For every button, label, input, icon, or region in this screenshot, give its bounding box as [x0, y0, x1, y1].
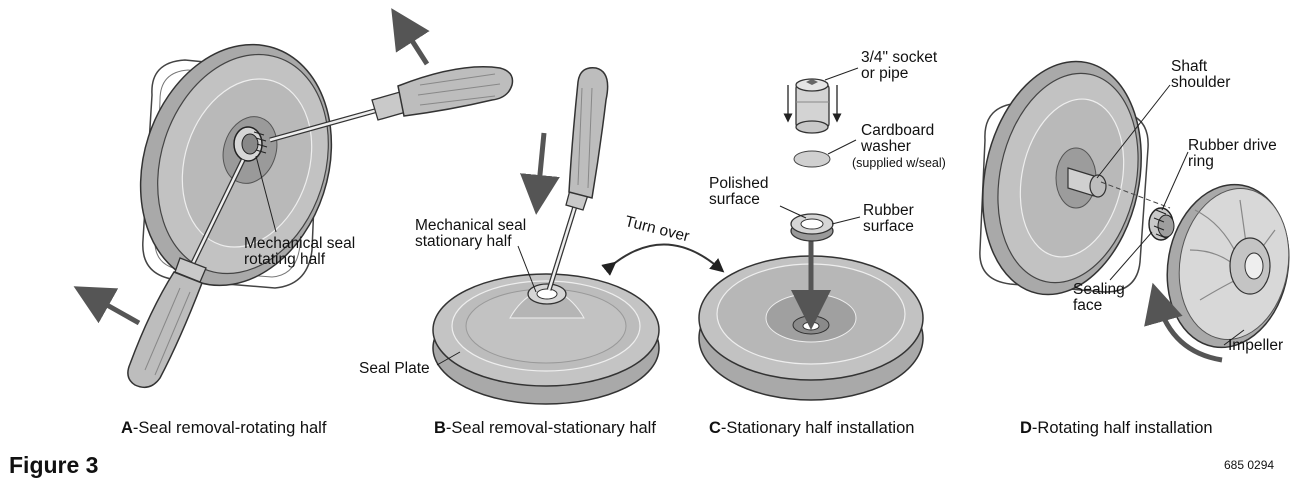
- caption-letter: C: [709, 419, 721, 437]
- caption-text: -Seal removal-rotating half: [132, 419, 327, 437]
- label-rubber-drive-line2: ring: [1188, 153, 1214, 170]
- label-impeller: Impeller: [1228, 337, 1284, 354]
- label-polished-line1: Polished: [709, 175, 769, 192]
- panel-a-drawing: [73, 8, 514, 389]
- caption-text: -Seal removal-stationary half: [445, 419, 656, 437]
- socket-tool: [795, 78, 830, 134]
- cardboard-washer: [793, 150, 831, 168]
- caption-text: -Rotating half installation: [1031, 419, 1213, 437]
- panel-d-drawing: [979, 60, 1290, 363]
- label-rubber-surface-line1: Rubber: [863, 202, 914, 219]
- figure-reference-number: 685 0294: [1224, 458, 1275, 472]
- caption-letter: B: [434, 419, 446, 437]
- label-mech-seal-stationary-line1: Mechanical seal: [415, 217, 527, 234]
- label-rubber-drive-line1: Rubber drive: [1188, 137, 1277, 154]
- label-shaft-shoulder-line2: shoulder: [1171, 74, 1231, 91]
- caption-panel-a: A-Seal removal-rotating half: [121, 419, 326, 438]
- label-sealing-face-line2: face: [1073, 297, 1103, 314]
- label-cardboard-line2: washer: [861, 138, 911, 155]
- panel-b-drawing: [432, 67, 725, 405]
- label-socket-line1: 3/4" socket: [861, 49, 938, 66]
- label-sealing-face-line1: Sealing: [1073, 281, 1125, 298]
- caption-panel-b: B-Seal removal-stationary half: [434, 419, 656, 438]
- label-mech-seal-rotating-line2: rotating half: [244, 251, 325, 268]
- label-cardboard-line3: (supplied w/seal): [852, 156, 946, 170]
- shaft: [1089, 174, 1107, 198]
- label-rubber-surface-line2: surface: [863, 218, 914, 235]
- panel-c-drawing: [698, 67, 924, 401]
- label-cardboard-line1: Cardboard: [861, 122, 935, 139]
- screwdriver-upper-a: [269, 66, 514, 143]
- rotation-arrow: [1144, 282, 1223, 363]
- caption-letter: A: [121, 419, 133, 437]
- label-socket-line2: or pipe: [861, 65, 909, 82]
- caption-text: -Stationary half installation: [720, 419, 915, 437]
- label-polished-line2: surface: [709, 191, 760, 208]
- caption-panel-c: C-Stationary half installation: [709, 419, 914, 438]
- caption-letter: D: [1020, 419, 1032, 437]
- screwdriver-lower-a: [127, 158, 246, 389]
- label-mech-seal-rotating-line1: Mechanical seal: [244, 235, 356, 252]
- label-seal-plate: Seal Plate: [359, 360, 430, 377]
- impeller-part: [1166, 183, 1290, 349]
- caption-panel-d: D-Rotating half installation: [1020, 419, 1213, 438]
- figure-title: Figure 3: [9, 452, 99, 478]
- turn-over-arrow: [601, 243, 725, 276]
- label-shaft-shoulder-line1: Shaft: [1171, 58, 1208, 75]
- label-mech-seal-stationary-line2: stationary half: [415, 233, 512, 250]
